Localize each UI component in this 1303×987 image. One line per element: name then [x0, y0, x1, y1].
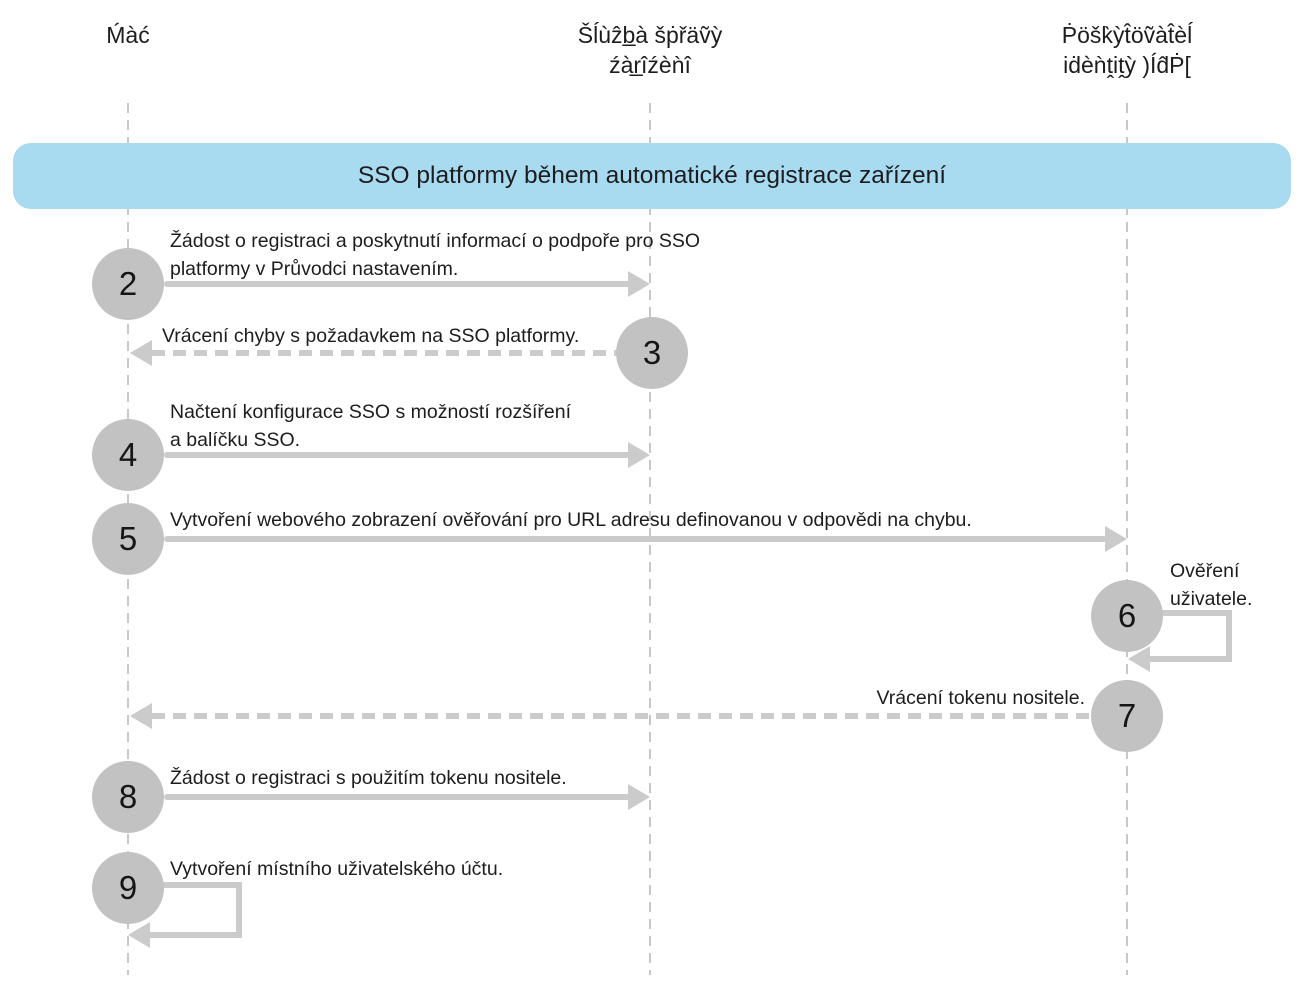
actor-mac-label: Ḿàć [106, 22, 150, 48]
step-3-label-line1: Vrácení chyby s požadavkem na SSO platfo… [162, 325, 580, 347]
step-8-label: Žádost o registraci s použitím tokenu no… [170, 764, 567, 792]
step-6-self-loop [1150, 610, 1232, 662]
step-5-arrow-line [164, 536, 1107, 542]
step-4-arrow-line [164, 452, 630, 458]
step-9-arrowhead-left-icon [128, 922, 150, 948]
actor-mac: Ḿàć [0, 20, 288, 50]
step-9-circle: 9 [92, 852, 164, 924]
step-7-arrow-line [152, 713, 1091, 719]
step-5-label: Vytvoření webového zobrazení ověřování p… [170, 506, 972, 534]
step-6-label: Ověření uživatele. [1170, 557, 1252, 613]
actor-mdm-label-line2: źàr̲îźèǹî [609, 52, 691, 78]
step-6-label-line2: uživatele. [1170, 588, 1253, 610]
step-9-label-line1: Vytvoření místního uživatelského účtu. [170, 858, 504, 880]
step-6-circle: 6 [1091, 580, 1163, 652]
step-5-circle: 5 [92, 503, 164, 575]
actor-idp-label-line1: Ṗöšk̀ỳt̂öṽàt̂èĺ [1061, 22, 1193, 48]
step-4-label-line2: a balíčku SSO. [170, 429, 301, 451]
step-8-arrowhead-right-icon [628, 784, 650, 810]
step-8-arrow-line [164, 794, 630, 800]
step-5-arrowhead-right-icon [1105, 526, 1127, 552]
step-3-number: 3 [642, 334, 662, 371]
step-4-label-line1: Načtení konfigurace SSO s možností rozší… [170, 401, 572, 423]
step-5-label-line1: Vytvoření webového zobrazení ověřování p… [170, 509, 972, 531]
lifeline-identity-provider [1126, 103, 1128, 975]
step-8-label-line1: Žádost o registraci s použitím tokenu no… [170, 767, 567, 789]
step-2-arrowhead-right-icon [628, 271, 650, 297]
step-6-arrowhead-left-icon [1128, 646, 1150, 672]
step-2-label-line2: platformy v Průvodci nastavením. [170, 258, 459, 280]
step-3-arrow-line [152, 350, 616, 356]
step-2-arrow-line [164, 281, 630, 287]
step-8-number: 8 [118, 778, 138, 815]
actor-mdm-label-line1: Šĺùẑb̲à šṗřäṽỳ [577, 22, 723, 48]
step-3-arrowhead-left-icon [130, 340, 152, 366]
actor-device-management-service: Šĺùẑb̲à šṗřäṽỳ źàr̲îźèǹî [490, 20, 810, 80]
step-7-arrowhead-left-icon [130, 703, 152, 729]
step-2-label-line1: Žádost o registraci a poskytnutí informa… [170, 230, 701, 252]
phase-banner-title: SSO platformy během automatické registra… [357, 162, 947, 189]
step-9-self-loop [150, 882, 242, 938]
step-4-arrowhead-right-icon [628, 442, 650, 468]
step-2-label: Žádost o registraci a poskytnutí informa… [170, 227, 700, 283]
step-3-circle: 3 [616, 317, 688, 389]
step-8-circle: 8 [92, 761, 164, 833]
step-7-label: Vrácení tokenu nositele. [835, 684, 1086, 712]
step-6-number: 6 [1117, 597, 1137, 634]
step-7-label-line1: Vrácení tokenu nositele. [876, 687, 1086, 709]
step-9-label: Vytvoření místního uživatelského účtu. [170, 855, 503, 883]
step-3-label: Vrácení chyby s požadavkem na SSO platfo… [162, 322, 579, 350]
phase-banner: SSO platformy během automatické registra… [13, 143, 1291, 209]
step-2-number: 2 [118, 265, 138, 302]
actor-identity-provider: Ṗöšk̀ỳt̂öṽàt̂èĺ iḋèǹṱiṱỳ )Íd̂Ṗ[ [967, 20, 1287, 80]
step-5-number: 5 [118, 520, 138, 557]
step-4-label: Načtení konfigurace SSO s možností rozší… [170, 398, 571, 454]
step-6-label-line1: Ověření [1170, 560, 1240, 582]
actor-idp-label-line2: iḋèǹṱiṱỳ )Íd̂Ṗ[ [1063, 52, 1191, 78]
step-7-number: 7 [1117, 697, 1137, 734]
step-4-number: 4 [118, 436, 138, 473]
step-7-circle: 7 [1091, 680, 1163, 752]
step-4-circle: 4 [92, 419, 164, 491]
step-9-number: 9 [118, 869, 138, 906]
step-2-circle: 2 [92, 248, 164, 320]
